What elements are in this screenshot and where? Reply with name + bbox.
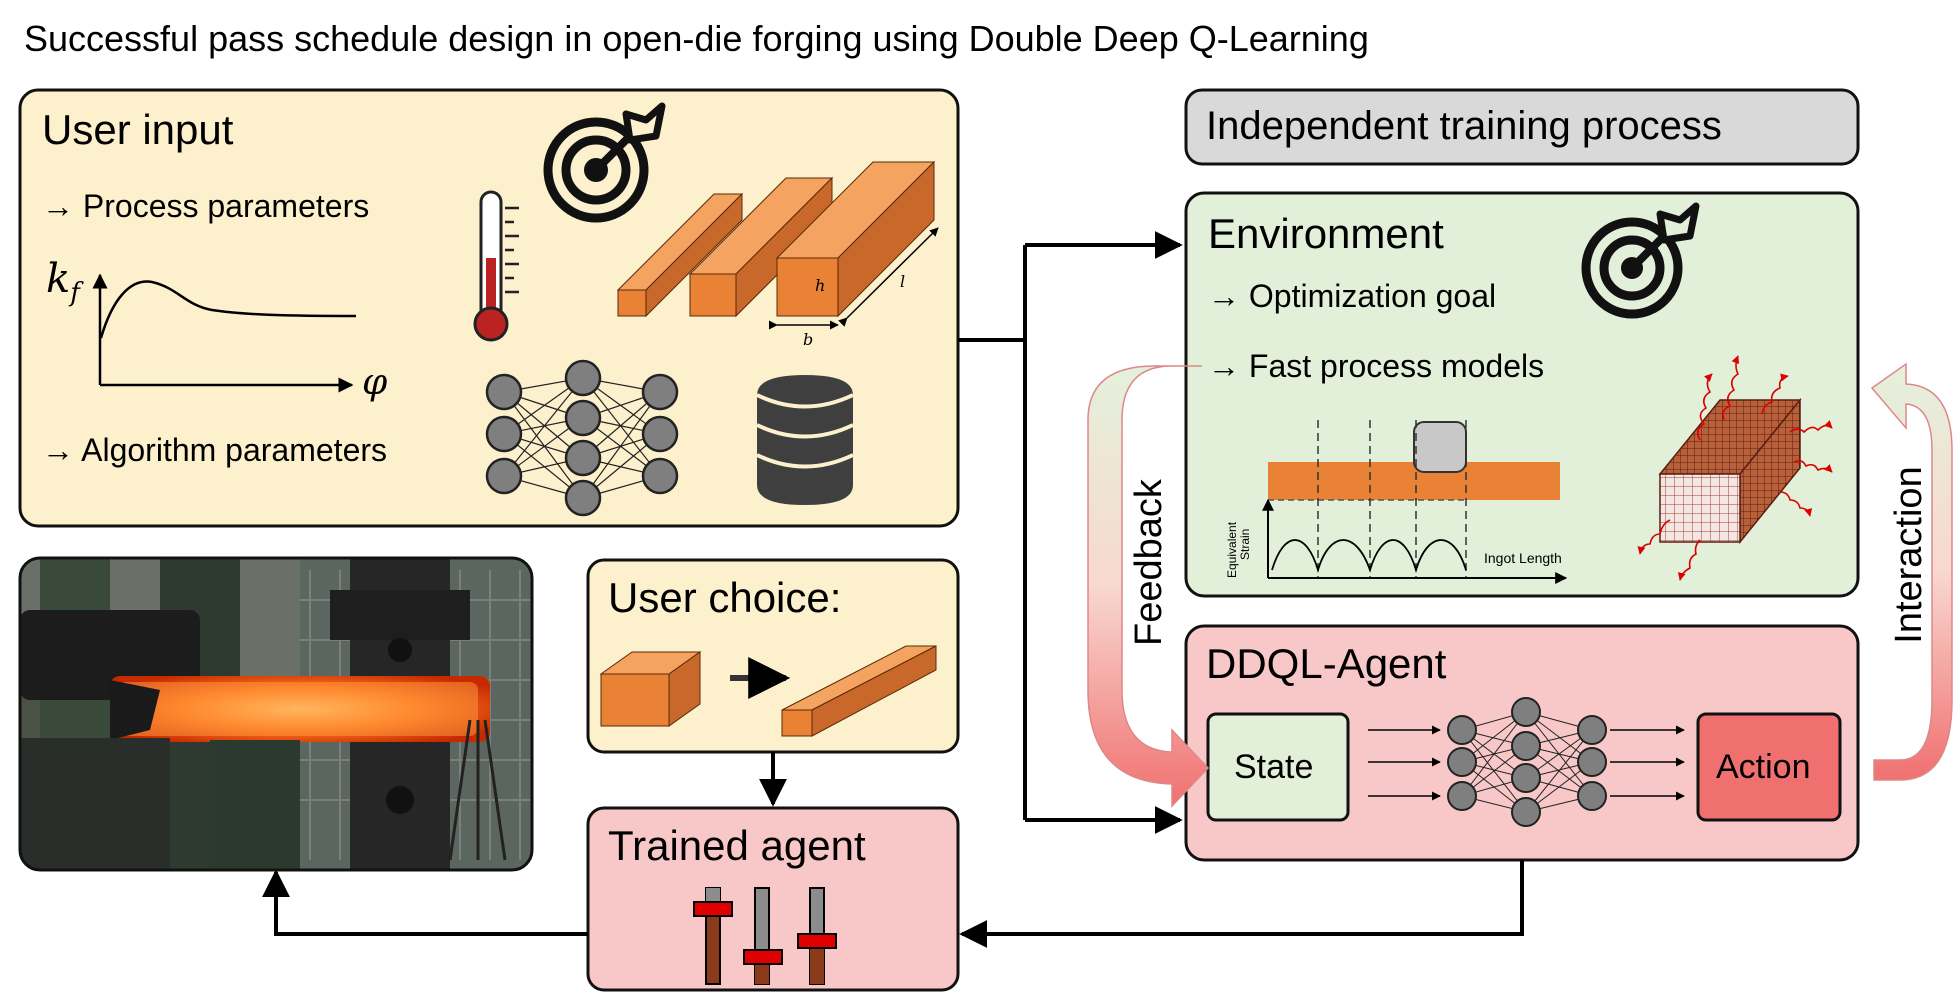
target-icon-input — [543, 102, 666, 223]
trained-agent-heading: Trained agent — [608, 822, 866, 869]
bar-width-label: b — [803, 330, 814, 349]
agent-heading: DDQL-Agent — [1206, 640, 1447, 687]
forging-strain-plot — [1262, 420, 1568, 584]
forging-photo — [18, 556, 534, 872]
feedback-label: Feedback — [1128, 479, 1170, 646]
feedback-arrow — [1087, 365, 1210, 808]
optimization-goal-bullet: → Optimization goal — [1208, 278, 1497, 314]
process-parameters-bullet: → Process parameters — [42, 188, 370, 224]
training-process-box — [1184, 88, 1860, 166]
target-icon-environment — [1581, 202, 1700, 319]
bar-dimension-lines — [768, 227, 939, 330]
user-choice-bars — [599, 645, 937, 737]
trained-agent-box — [586, 806, 960, 992]
environment-heading: Environment — [1208, 210, 1444, 257]
interaction-arrow — [1870, 362, 1953, 781]
flow-curve-plot — [92, 273, 357, 393]
flow-curve — [99, 280, 357, 339]
action-label: Action — [1716, 748, 1811, 786]
neural-network-icon-agent — [1368, 697, 1685, 827]
algorithm-parameters-bullet: → Algorithm parameters — [42, 432, 388, 468]
flow-curve-y-label: kf — [46, 256, 80, 308]
mesh-block-icon — [1637, 355, 1833, 581]
strain-plot-x-label: Ingot Length — [1484, 550, 1562, 566]
strain-plot-y-label-2: Strain — [1238, 528, 1252, 560]
neural-network-icon-input — [485, 359, 679, 517]
connection-arrows — [262, 231, 1524, 948]
user-input-heading: User input — [42, 106, 234, 153]
state-label: State — [1234, 748, 1314, 786]
user-choice-heading: User choice: — [608, 574, 842, 621]
thermometer-icon — [473, 190, 519, 342]
interaction-label: Interaction — [1888, 466, 1930, 644]
action-box — [1696, 712, 1842, 822]
fast-process-models-bullet: → Fast process models — [1208, 348, 1545, 384]
bar-length-label: l — [900, 272, 906, 291]
sliders-icon — [693, 887, 837, 985]
flow-curve-x-label: φ — [362, 362, 388, 403]
training-process-heading: Independent training process — [1206, 104, 1722, 148]
page-title: Successful pass schedule design in open-… — [24, 18, 1369, 59]
bar-height-label: h — [815, 276, 826, 295]
database-icon — [756, 375, 854, 505]
